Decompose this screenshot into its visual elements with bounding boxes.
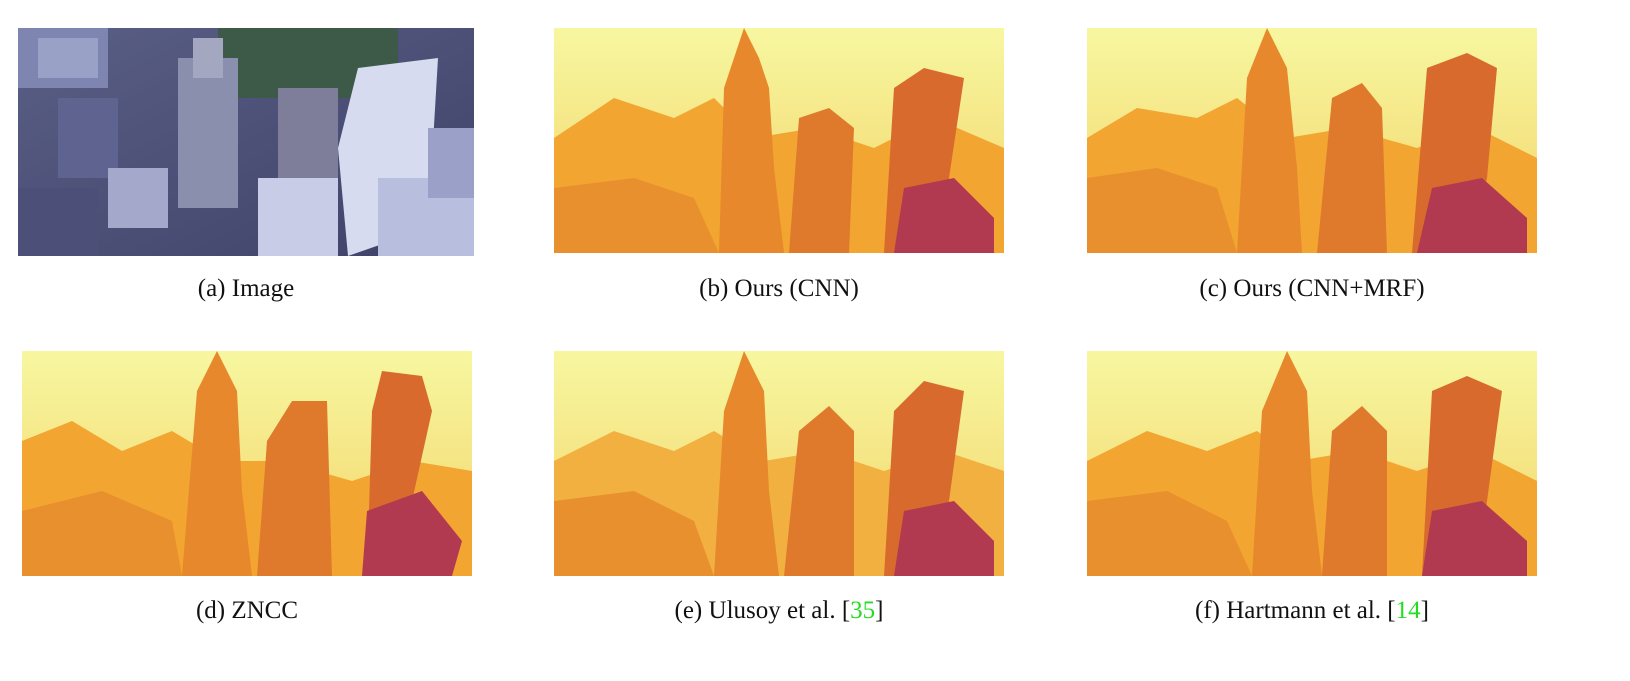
- panel-ours-cnn: [554, 28, 1004, 253]
- caption-f: (f) Hartmann et al. [14]: [1087, 597, 1537, 625]
- caption-e-close-bracket: ]: [875, 597, 884, 624]
- caption-e: (e) Ulusoy et al. [35]: [554, 597, 1004, 625]
- caption-d: (d) ZNCC: [22, 597, 472, 625]
- caption-b: (b) Ours (CNN): [554, 275, 1004, 303]
- depth-map-ours-cnn-mrf: [1087, 28, 1537, 253]
- citation-link-35[interactable]: 35: [850, 597, 876, 624]
- panel-ours-cnn-mrf: [1087, 28, 1537, 253]
- caption-a: (a) Image: [18, 275, 474, 303]
- caption-f-close-bracket: ]: [1420, 597, 1429, 624]
- depth-map-hartmann: [1087, 351, 1537, 576]
- caption-f-text: (f) Hartmann et al. [: [1195, 597, 1396, 624]
- depth-map-ours-cnn: [554, 28, 1004, 253]
- caption-a-text: (a) Image: [197, 275, 295, 302]
- panel-ulusoy: [554, 351, 1004, 576]
- caption-b-text: (b) Ours (CNN): [699, 275, 859, 302]
- panel-hartmann: [1087, 351, 1537, 576]
- panel-image: [18, 28, 474, 256]
- caption-e-text: (e) Ulusoy et al. [: [674, 597, 851, 624]
- aerial-city-image: [18, 28, 474, 256]
- depth-map-ulusoy: [554, 351, 1004, 576]
- citation-link-14[interactable]: 14: [1395, 597, 1421, 624]
- depth-map-zncc: [22, 351, 472, 576]
- caption-d-text: (d) ZNCC: [195, 597, 299, 624]
- panel-zncc: [22, 351, 472, 576]
- caption-c-text: (c) Ours (CNN+MRF): [1199, 275, 1425, 302]
- caption-c: (c) Ours (CNN+MRF): [1087, 275, 1537, 303]
